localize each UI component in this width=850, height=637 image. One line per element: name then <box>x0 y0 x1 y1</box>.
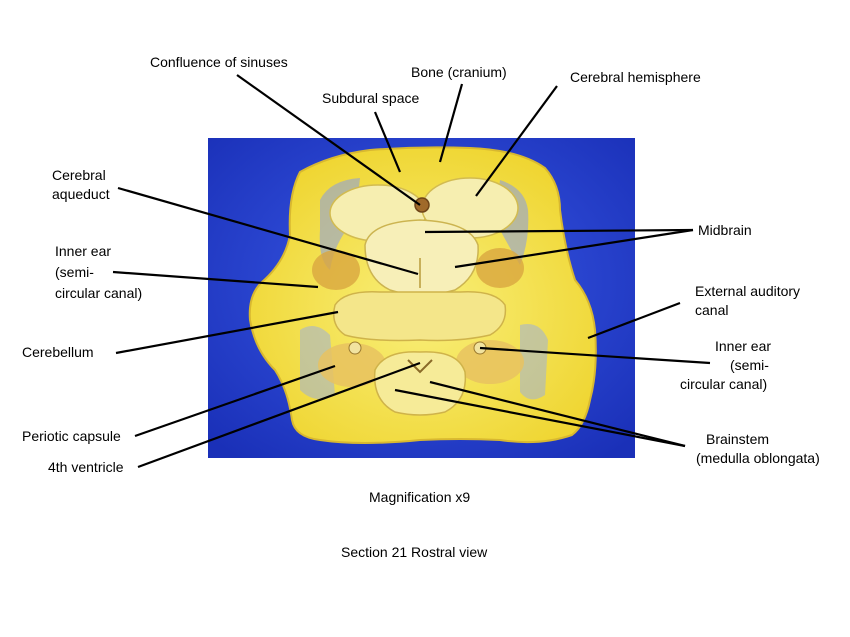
label-subdural-space: Subdural space <box>322 90 420 106</box>
label-cerebellum: Cerebellum <box>22 344 94 360</box>
leader-brainstem-b <box>394 388 686 448</box>
label-inner-ear-right-line3: circular canal) <box>680 376 768 392</box>
leader-subdural <box>373 111 402 173</box>
label-inner-ear-left-line2: (semi- <box>55 264 94 280</box>
leader-ventricle <box>137 361 421 469</box>
fourth-ventricle <box>407 359 433 374</box>
caption-section: Section 21 Rostral view <box>341 544 488 560</box>
inner-ear-right-region <box>476 248 524 288</box>
cavity-lower-right <box>520 324 548 400</box>
label-inner-ear-left-line3: circular canal) <box>55 285 143 301</box>
cerebellum <box>333 291 507 342</box>
leader-midbrain-b <box>454 228 694 269</box>
label-brainstem-line2: (medulla oblongata) <box>696 450 820 466</box>
leader-ext-auditory <box>587 301 681 340</box>
inner-ear-left-region <box>312 250 360 290</box>
midbrain <box>364 219 479 296</box>
periotic-capsule-right <box>456 340 524 384</box>
periotic-capsule-left <box>318 343 386 387</box>
label-midbrain: Midbrain <box>698 222 752 238</box>
leader-periotic <box>134 364 336 438</box>
leader-lines <box>112 74 711 469</box>
label-brainstem-line1: Brainstem <box>706 431 770 447</box>
label-cerebral-aqueduct-line2: aqueduct <box>52 186 110 202</box>
label-fourth-ventricle: 4th ventricle <box>48 459 124 475</box>
leader-brainstem-a <box>429 380 686 448</box>
label-inner-ear-right-line2: (semi- <box>730 357 769 373</box>
label-inner-ear-right-line1: Inner ear <box>715 338 772 354</box>
label-cerebral-hemisphere: Cerebral hemisphere <box>570 69 701 85</box>
label-external-auditory-line1: External auditory <box>695 283 801 299</box>
leader-midbrain-a <box>424 228 694 234</box>
leader-confluence <box>236 74 421 206</box>
label-bone-cranium: Bone (cranium) <box>411 64 507 80</box>
leader-aqueduct <box>117 186 419 276</box>
label-periotic-capsule: Periotic capsule <box>22 428 121 444</box>
cavity-lower-left <box>300 326 335 399</box>
caption-magnification: Magnification x9 <box>369 489 471 505</box>
brainstem <box>373 351 467 416</box>
leader-hemisphere <box>475 85 558 197</box>
leader-cerebellum <box>115 310 339 355</box>
leader-inner-ear-right <box>479 346 711 365</box>
leader-bone <box>438 83 464 163</box>
leader-inner-ear-left <box>112 270 319 289</box>
label-external-auditory-line2: canal <box>695 302 729 318</box>
label-cerebral-aqueduct-line1: Cerebral <box>52 167 106 183</box>
inner-ear-left-canal <box>348 341 362 355</box>
label-inner-ear-left-line1: Inner ear <box>55 243 112 259</box>
label-confluence-of-sinuses: Confluence of sinuses <box>150 54 288 70</box>
confluence-of-sinuses <box>414 197 430 213</box>
